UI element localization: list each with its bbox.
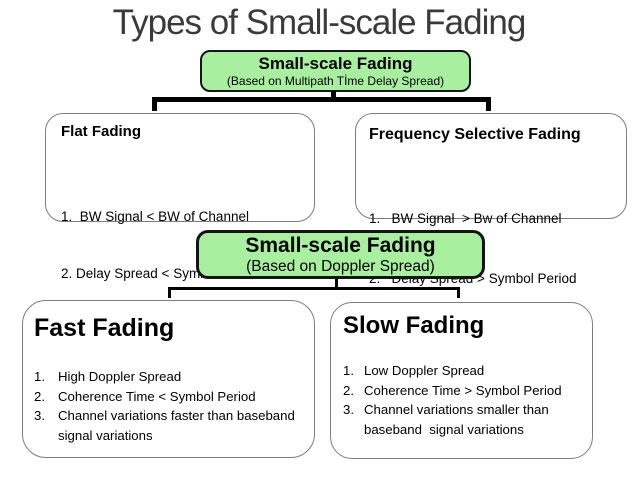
frequency-selective-item-1: 1. BW Signal > Bw of Channel (369, 211, 562, 226)
root-box-doppler-title: Small-scale Fading (245, 234, 436, 257)
item-text-line-1: Channel variations smaller than (364, 402, 549, 417)
root-box-doppler-subtitle: (Based on Doppler Spread) (246, 258, 435, 275)
root-box-doppler-spread: Small-scale Fading (Based on Doppler Spr… (196, 230, 485, 279)
connector-delay-stem (331, 91, 336, 99)
flat-fading-heading: Flat Fading (61, 123, 141, 140)
connector-delay-bar (152, 97, 491, 102)
root-box-delay-spread: Small-scale Fading (Based on Multipath T… (200, 50, 471, 92)
connector-delay-tick-right (486, 97, 491, 111)
connector-doppler-tick-left (168, 287, 171, 298)
item-text: High Doppler Spread (58, 369, 182, 384)
slow-fading-item-1: 1. Low Doppler Spread (343, 361, 590, 381)
connector-doppler-bar (168, 287, 460, 290)
item-number: 2. (343, 382, 354, 398)
item-number: 1. (343, 363, 354, 378)
frequency-selective-fading-box: Frequency Selective Fading 1. BW Signal … (355, 113, 627, 286)
root-box-delay-subtitle: (Based on Multipath Tİme Delay Spread) (226, 74, 445, 88)
item-number: 2. (34, 388, 45, 404)
fast-fading-list: 1. High Doppler Spread 2. Coherence Time… (34, 367, 312, 445)
slow-fading-item-3: 3. Channel variations smaller than baseb… (343, 400, 590, 439)
item-number: 1. (34, 369, 45, 384)
connector-doppler-stem (335, 278, 338, 288)
item-number: 3. (34, 408, 45, 423)
slow-fading-item-2: 2. Coherence Time > Symbol Period (343, 381, 590, 401)
slow-fading-list: 1. Low Doppler Spread 2. Coherence Time … (343, 361, 590, 439)
fast-fading-item-1: 1. High Doppler Spread (34, 367, 312, 387)
root-box-delay-title: Small-scale Fading (258, 54, 413, 73)
item-text-line-2: baseband signal variations (364, 421, 524, 437)
item-text: Channel variations faster than baseband … (58, 406, 295, 445)
fast-fading-heading: Fast Fading (34, 314, 175, 342)
connector-doppler-tick-right (457, 287, 460, 298)
item-text: Coherence Time > Symbol Period (364, 382, 562, 398)
item-text: Low Doppler Spread (364, 363, 485, 378)
slide-title: Types of Small-scale Fading (112, 3, 527, 42)
slow-fading-heading: Slow Fading (343, 312, 485, 339)
connector-delay-tick-left (152, 97, 157, 111)
item-text-line-1: Channel variations faster than baseband (58, 408, 295, 423)
item-text: Coherence Time < Symbol Period (58, 388, 256, 404)
item-text-line-2: signal variations (58, 427, 153, 443)
slow-fading-box: Slow Fading 1. Low Doppler Spread 2. Coh… (330, 302, 593, 459)
item-text: Channel variations smaller than baseband… (364, 400, 549, 439)
item-number: 3. (343, 402, 354, 417)
fast-fading-item-2: 2. Coherence Time < Symbol Period (34, 387, 312, 407)
flat-fading-box: Flat Fading 1. BW Signal < BW of Channel… (45, 113, 315, 281)
fast-fading-item-3: 3. Channel variations faster than baseba… (34, 406, 312, 445)
frequency-selective-heading: Frequency Selective Fading (369, 126, 581, 143)
fast-fading-box: Fast Fading 1. High Doppler Spread 2. Co… (22, 300, 315, 458)
flat-fading-item-1: 1. BW Signal < BW of Channel (61, 209, 249, 224)
